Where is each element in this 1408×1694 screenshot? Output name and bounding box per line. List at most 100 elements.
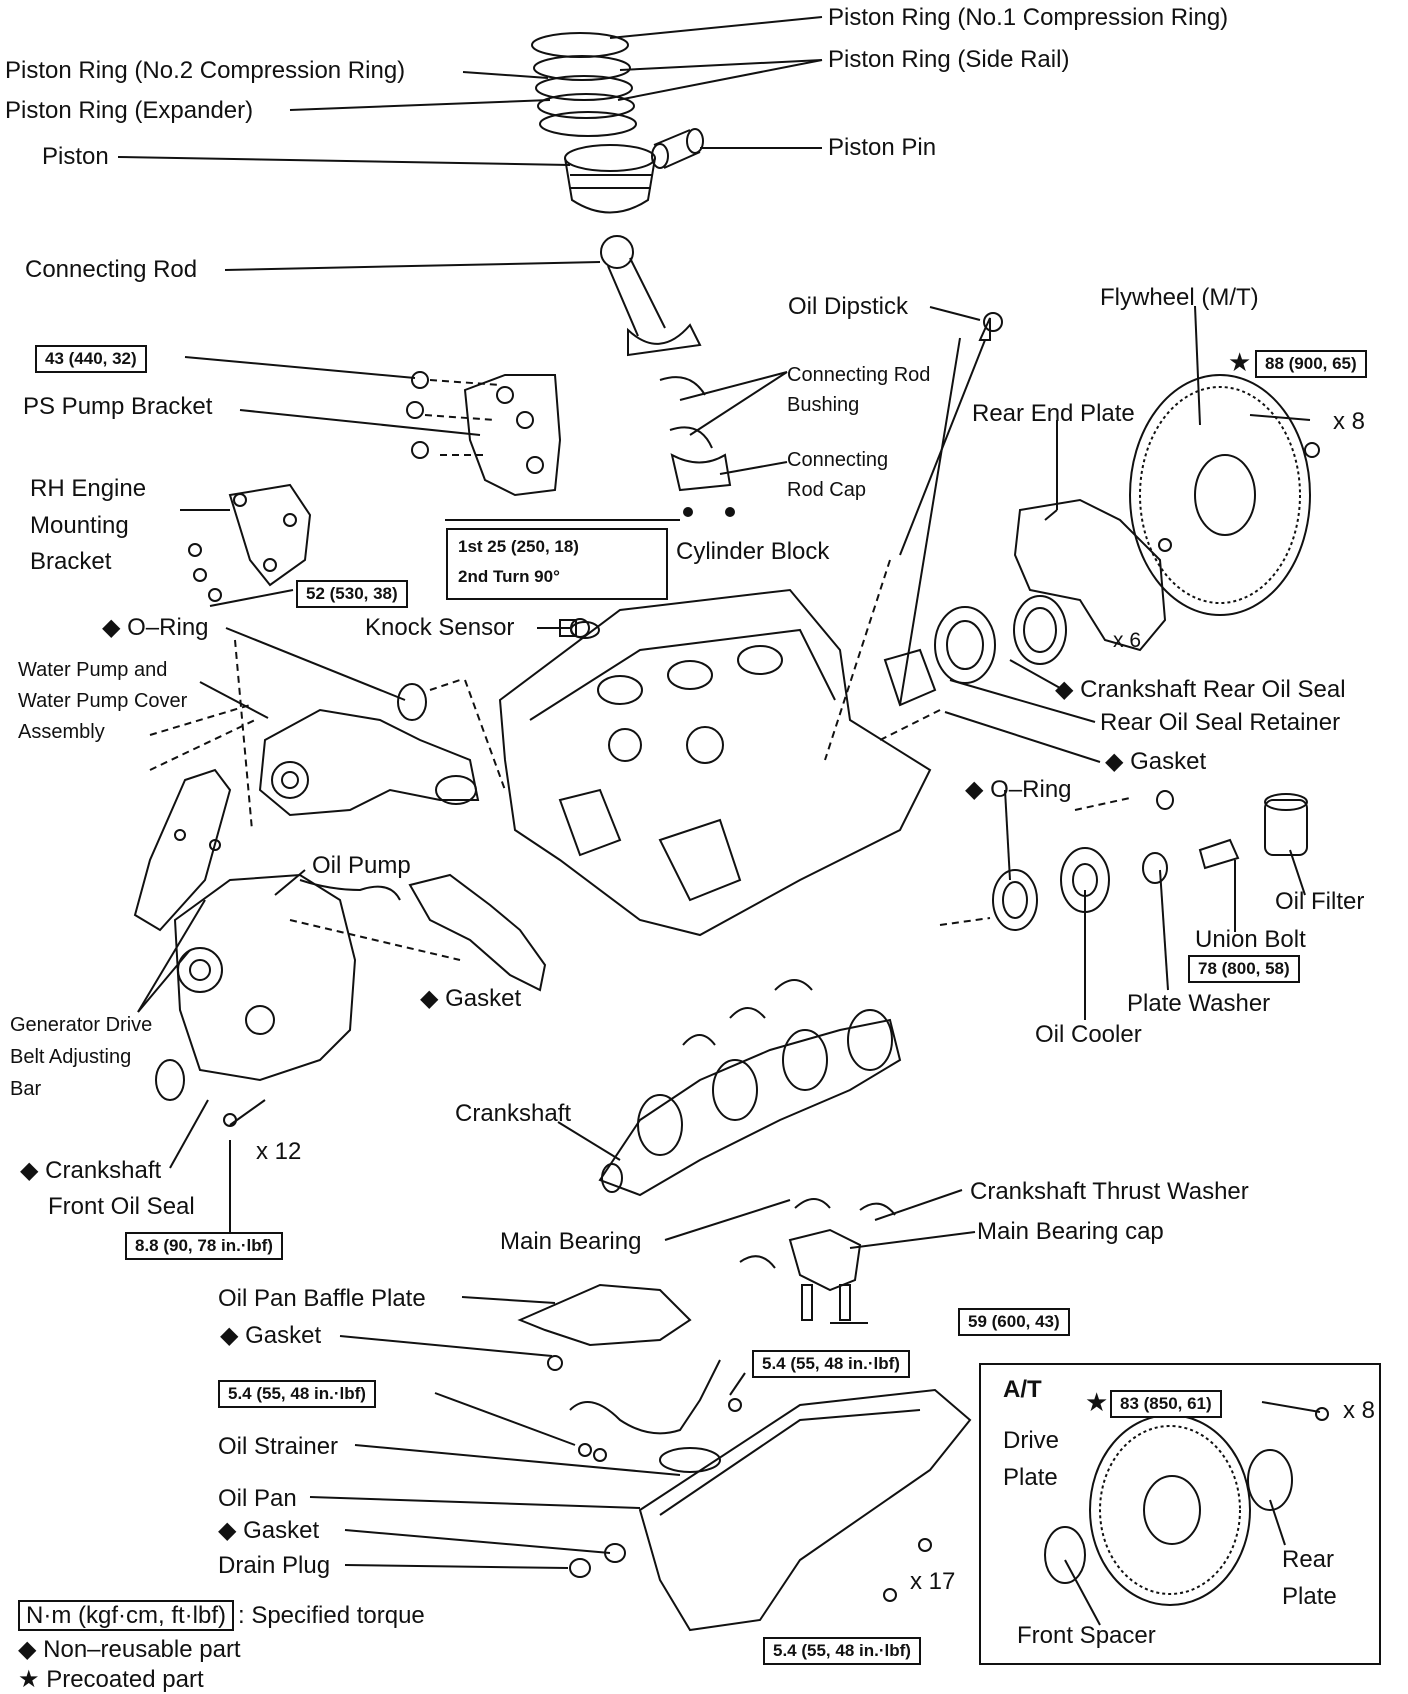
torque-conn-rod: 1st 25 (250, 18) 2nd Turn 90° xyxy=(446,528,668,600)
label-conn-rod-bushing-1: Connecting Rod xyxy=(787,364,931,386)
label-generator-bar-1: Generator Drive xyxy=(10,1014,153,1036)
diamond-icon: ◆ xyxy=(220,1322,239,1349)
torque-main-bearing-cap: 59 (600, 43) xyxy=(958,1308,1070,1336)
label-conn-rod-cap-1: Connecting xyxy=(787,449,889,471)
label-conn-rod-bushing-2: Bushing xyxy=(787,394,860,416)
label-piston-ring-no2: Piston Ring (No.2 Compression Ring) xyxy=(5,57,406,84)
legend-precoated: ★ Precoated part xyxy=(18,1666,204,1693)
label-oil-cooler: Oil Cooler xyxy=(1035,1021,1142,1048)
oil-strainer-part xyxy=(569,1359,742,1473)
diamond-icon: ◆ xyxy=(1105,748,1124,775)
diamond-icon: ◆ xyxy=(965,776,984,803)
cylinder-block xyxy=(498,588,932,937)
label-drain-plug: Drain Plug xyxy=(218,1552,331,1579)
diamond-icon: ◆ xyxy=(20,1157,39,1184)
o-ring-part xyxy=(397,683,427,721)
rear-end-plate xyxy=(883,498,1167,707)
label-gasket-baffle: ◆ Gasket xyxy=(220,1322,322,1349)
oil-pump xyxy=(155,873,401,1127)
label-oil-pump: Oil Pump xyxy=(312,852,411,879)
at-box xyxy=(979,1363,1381,1665)
piston-rings xyxy=(531,32,637,137)
label-water-pump-3: Assembly xyxy=(18,721,105,743)
label-o-ring-2: ◆ O–Ring xyxy=(965,776,1072,803)
label-flywheel: Flywheel (M/T) xyxy=(1100,284,1259,311)
label-cylinder-block: Cylinder Block xyxy=(676,538,830,565)
label-crankshaft-front-oil-seal-1: ◆ Crankshaft xyxy=(20,1157,162,1184)
diamond-icon: ◆ xyxy=(218,1517,237,1544)
label-crankshaft: Crankshaft xyxy=(455,1100,572,1127)
label-crankshaft-rear-oil-seal: ◆ Crankshaft Rear Oil Seal xyxy=(1055,676,1346,703)
rh-engine-mounting-bracket xyxy=(188,483,312,602)
legend-torque: N·m (kgf·cm, ft·lbf): Specified torque xyxy=(18,1600,425,1632)
label-main-bearing: Main Bearing xyxy=(500,1228,642,1255)
torque-oil-pan: 5.4 (55, 48 in.·lbf) xyxy=(763,1637,921,1665)
piston-pin xyxy=(651,128,704,169)
assembly-lines xyxy=(149,379,1131,961)
multiplier-flywheel: x 8 xyxy=(1333,408,1366,435)
label-piston-ring-no1: Piston Ring (No.1 Compression Ring) xyxy=(828,4,1229,31)
multiplier-drive-plate: x 8 xyxy=(1343,1397,1376,1424)
label-main-bearing-cap: Main Bearing cap xyxy=(977,1218,1164,1245)
baffle-plate-part xyxy=(517,1283,692,1347)
label-conn-rod-cap-2: Rod Cap xyxy=(787,479,866,501)
label-drive-plate-2: Plate xyxy=(1003,1464,1058,1491)
water-pump xyxy=(258,708,480,817)
torque-drive-plate: 83 (850, 61) xyxy=(1110,1390,1222,1418)
label-plate-washer: Plate Washer xyxy=(1127,990,1271,1017)
label-oil-pan-baffle-plate: Oil Pan Baffle Plate xyxy=(218,1285,426,1312)
label-piston-pin: Piston Pin xyxy=(828,134,937,161)
label-oil-strainer: Oil Strainer xyxy=(218,1433,339,1460)
label-generator-bar-3: Bar xyxy=(10,1078,42,1100)
label-rear-oil-seal-retainer: Rear Oil Seal Retainer xyxy=(1100,709,1341,736)
label-gasket-pan: ◆ Gasket xyxy=(218,1517,320,1544)
gasket-pump-part xyxy=(408,873,547,992)
label-ps-pump-bracket: PS Pump Bracket xyxy=(23,393,213,420)
diamond-icon: ◆ xyxy=(420,985,439,1012)
label-crankshaft-thrust-washer: Crankshaft Thrust Washer xyxy=(970,1178,1249,1205)
torque-strainer: 5.4 (55, 48 in.·lbf) xyxy=(218,1380,376,1408)
label-oil-filter: Oil Filter xyxy=(1275,888,1365,915)
label-union-bolt: Union Bolt xyxy=(1195,926,1306,953)
label-gasket-pump: ◆ Gasket xyxy=(420,985,522,1012)
label-generator-bar-2: Belt Adjusting xyxy=(10,1046,132,1068)
multiplier-front-seal: x 12 xyxy=(256,1138,302,1165)
baffle-gasket-part xyxy=(547,1355,563,1371)
label-front-spacer: Front Spacer xyxy=(1017,1622,1156,1649)
label-rear-plate-2: Plate xyxy=(1282,1583,1337,1610)
oil-dipstick xyxy=(899,312,1003,556)
oil-pan-part xyxy=(569,1388,972,1632)
torque-flywheel: 88 (900, 65) xyxy=(1255,350,1367,378)
torque-baffle: 5.4 (55, 48 in.·lbf) xyxy=(752,1350,910,1378)
generator-bar xyxy=(133,768,232,932)
multiplier-rear-end-plate: x 6 xyxy=(1113,629,1142,652)
legend-torque-text: : Specified torque xyxy=(237,1602,425,1629)
torque-union-bolt: 78 (800, 58) xyxy=(1188,955,1300,983)
label-drive-plate-1: Drive xyxy=(1003,1427,1060,1454)
label-water-pump-2: Water Pump Cover xyxy=(18,690,188,712)
torque-conn-rod-line2: 2nd Turn 90° xyxy=(458,567,560,586)
star-icon: ★ xyxy=(1085,1387,1109,1417)
legend-non-reusable: ◆ Non–reusable part xyxy=(18,1636,241,1663)
label-piston-ring-side-rail: Piston Ring (Side Rail) xyxy=(828,46,1070,73)
label-rear-end-plate: Rear End Plate xyxy=(972,400,1135,427)
piston xyxy=(564,144,656,214)
label-gasket-rear: ◆ Gasket xyxy=(1105,748,1207,775)
knock-sensor xyxy=(559,618,590,638)
torque-oil-pump: 8.8 (90, 78 in.·lbf) xyxy=(125,1232,283,1260)
flywheel xyxy=(1129,374,1320,616)
star-icon: ★ xyxy=(1228,347,1252,377)
label-rh-bracket-1: RH Engine xyxy=(30,475,147,502)
crank-bearings xyxy=(682,979,896,1269)
connecting-rod xyxy=(600,235,735,517)
diamond-icon: ◆ xyxy=(102,614,121,641)
label-knock-sensor: Knock Sensor xyxy=(365,614,515,641)
label-crankshaft-front-oil-seal-2: Front Oil Seal xyxy=(48,1193,195,1220)
label-rh-bracket-2: Mounting xyxy=(30,512,129,539)
label-oil-dipstick: Oil Dipstick xyxy=(788,293,909,320)
torque-rh-bracket: 52 (530, 38) xyxy=(296,580,408,608)
legend-torque-unit: N·m (kgf·cm, ft·lbf) xyxy=(18,1600,234,1631)
leader-lines xyxy=(117,16,1321,1626)
